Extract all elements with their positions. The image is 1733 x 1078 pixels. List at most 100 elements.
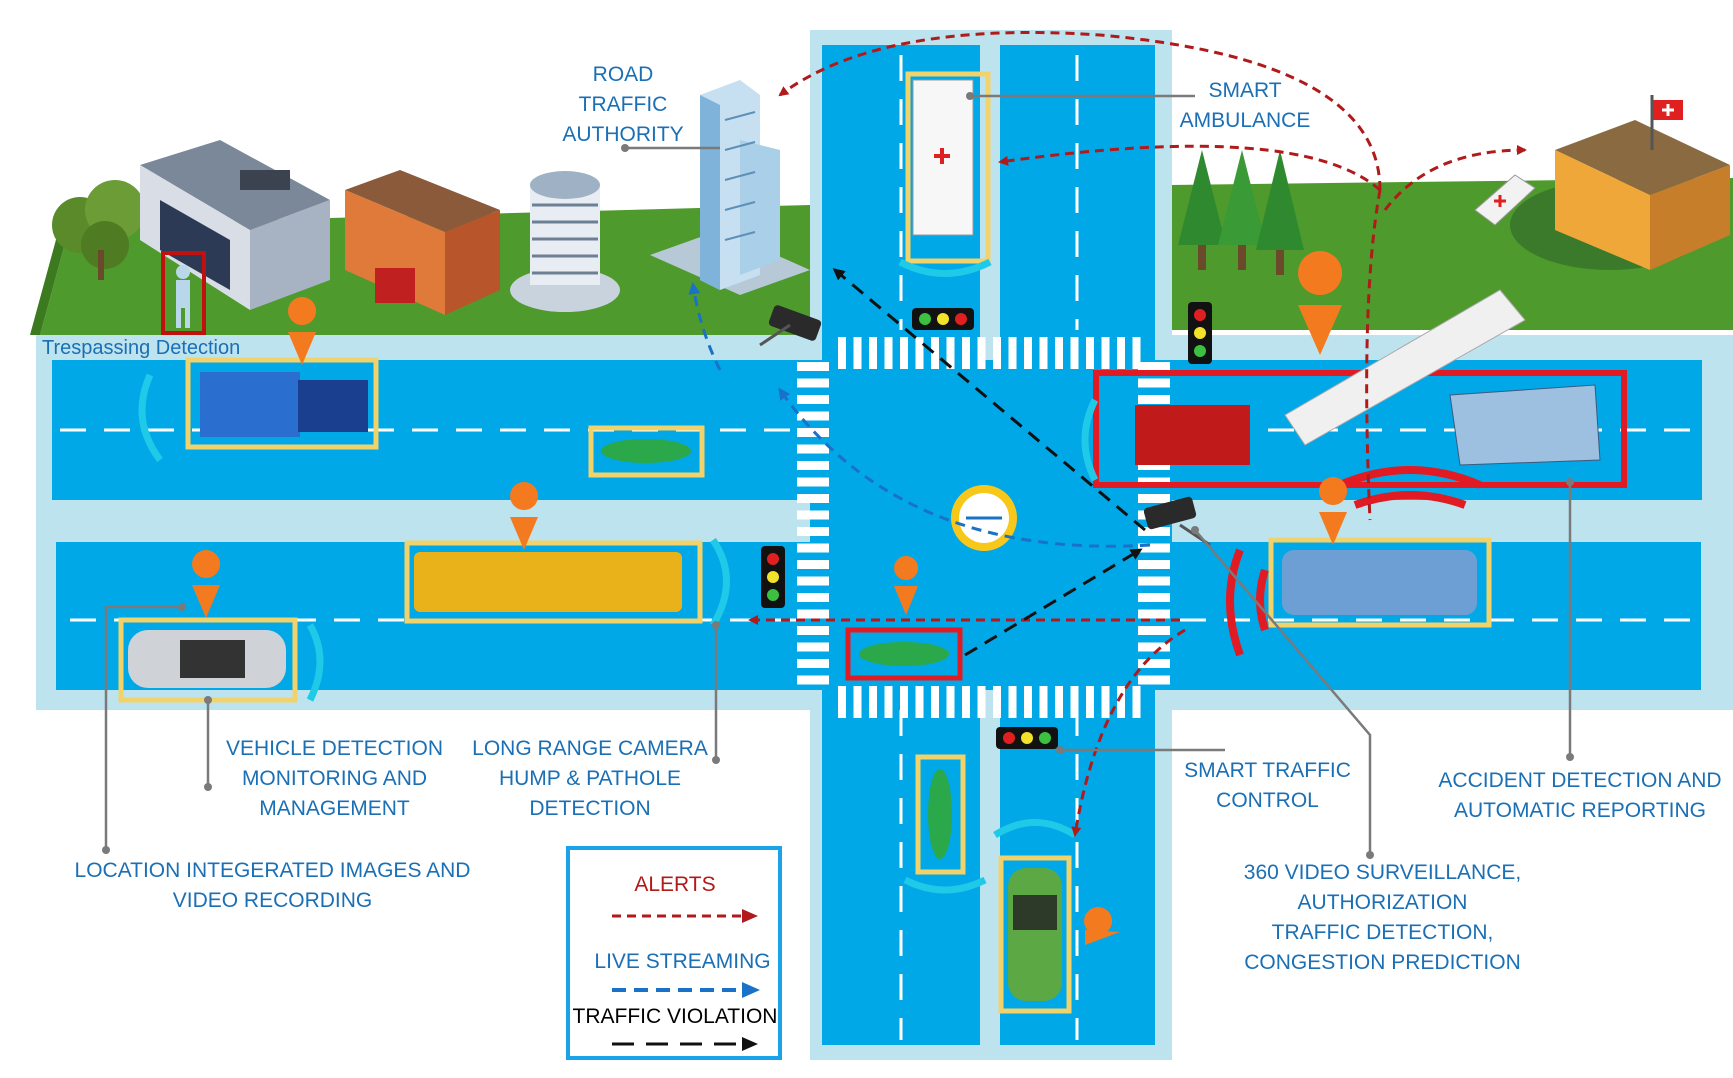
leader-lines: [102, 92, 1574, 859]
crosswalk-stripe: [1138, 543, 1170, 553]
crosswalk-stripe: [1138, 362, 1170, 371]
crosswalk-stripe: [884, 686, 893, 718]
label-line: CONGESTION PREDICTION: [1244, 951, 1521, 974]
crosswalk-stripe: [1138, 576, 1170, 586]
crosswalk-stripe: [993, 337, 1001, 369]
crosswalk-stripe: [797, 576, 829, 586]
smart-traffic-control-label: SMART TRAFFIC CONTROL: [1180, 756, 1355, 816]
label-line: ROAD: [592, 63, 654, 86]
crosswalk-stripe: [1039, 686, 1048, 718]
crosswalk-stripe: [797, 626, 829, 635]
vehicle-detection-label: VEHICLE DETECTION MONITORING AND MANAGEM…: [222, 734, 447, 824]
crosswalk-stripe: [797, 411, 829, 421]
crosswalk-stripe: [1138, 494, 1170, 503]
label-line: MANAGEMENT: [259, 797, 410, 820]
motorbike-violation: [845, 627, 963, 681]
traffic-light-bottom: [996, 727, 1058, 749]
crosswalk-stripe: [797, 609, 829, 619]
traffic-light-top: [912, 308, 974, 330]
blue-truck: [138, 357, 379, 463]
traffic-light-left: [761, 546, 785, 608]
label-line: TRAFFIC: [578, 93, 668, 116]
crosswalk-stripe: [977, 337, 986, 369]
crosswalk-stripe: [853, 686, 862, 718]
label-line: MONITORING AND: [241, 767, 428, 790]
legend-traffic-violation-arrow: [612, 1037, 758, 1051]
accident-detection-label: ACCIDENT DETECTION AND AUTOMATIC REPORTI…: [1435, 766, 1725, 826]
stream-arrows: [688, 282, 1151, 548]
crosswalk-stripe: [1117, 337, 1125, 369]
crosswalk-stripe: [797, 560, 829, 569]
crosswalk-stripe: [869, 337, 877, 369]
ambulance-near-hospital: [1474, 174, 1536, 226]
crosswalk-stripe: [900, 337, 908, 369]
crosswalk-stripe: [1024, 337, 1032, 369]
school-bus: [404, 538, 730, 627]
location-images-label: LOCATION INTEGERATED IMAGES AND VIDEO RE…: [70, 856, 475, 916]
fire-station-building: [345, 170, 500, 315]
crosswalk-stripe: [1055, 686, 1063, 718]
office-round-building: [510, 171, 620, 312]
crosswalk-stripe: [797, 527, 829, 536]
crosswalk-stripe: [1086, 337, 1094, 369]
label-line: LOCATION INTEGERATED IMAGES AND: [74, 859, 471, 882]
legend-live-streaming-arrow: [612, 982, 760, 998]
motorbike-top: [588, 425, 705, 478]
label-line: CONTROL: [1216, 789, 1319, 812]
crosswalk-stripe: [1101, 686, 1110, 718]
police-station-building: [140, 140, 330, 310]
label-line: AUTHORIZATION: [1297, 891, 1468, 914]
crosswalk-stripe: [993, 686, 1001, 718]
hospital-building: [1510, 95, 1730, 270]
crosswalk-stripe: [1138, 659, 1170, 668]
crosswalk-stripe: [1138, 609, 1170, 619]
crosswalk-stripe: [884, 337, 893, 369]
motorbike-vertical: [903, 754, 987, 894]
crosswalk-stripe: [838, 337, 846, 369]
crosswalk-stripe: [1138, 395, 1170, 404]
alert-arrows: [748, 31, 1527, 837]
crosswalk-stripe: [1070, 337, 1079, 369]
video-surveillance-label: 360 VIDEO SURVEILLANCE, AUTHORIZATION TR…: [1235, 858, 1530, 978]
crosswalk-stripe: [1138, 675, 1170, 685]
crosswalk-stripe: [797, 444, 829, 454]
trespasser-person: [161, 251, 206, 335]
smart-ambulance-label: SMART AMBULANCE: [1170, 76, 1320, 136]
crosswalk-stripe: [797, 362, 829, 371]
legend: ALERTS LIVE STREAMING TRAFFIC VIOLATION: [566, 846, 782, 1060]
crosswalk-stripe: [1138, 560, 1170, 569]
crosswalk-top: [838, 337, 1141, 369]
label-line: AMBULANCE: [1179, 109, 1311, 132]
traffic-light-right: [1188, 302, 1212, 364]
central-hub-icon: [951, 485, 1017, 551]
crosswalk-stripe: [1055, 337, 1063, 369]
crosswalk-stripe: [962, 686, 970, 718]
label-line: ACCIDENT DETECTION AND: [1438, 769, 1722, 792]
crosswalk-stripe: [1132, 337, 1141, 369]
crosswalk-stripe: [797, 510, 829, 520]
crosswalk-stripe: [1117, 686, 1125, 718]
camera-top-left: [759, 305, 822, 347]
crosswalk-stripe: [797, 543, 829, 553]
label-line: VEHICLE DETECTION: [225, 737, 444, 760]
crosswalk-stripe: [797, 395, 829, 404]
crosswalk-stripe: [797, 675, 829, 685]
road-traffic-authority-label: ROAD TRAFFIC AUTHORITY: [558, 60, 688, 150]
legend-alerts-arrow: [612, 909, 758, 923]
crosswalk-stripe: [915, 337, 924, 369]
trespassing-detection-label: Trespassing Detection: [42, 337, 241, 359]
legend-alerts-label: ALERTS: [634, 873, 716, 896]
legend-traffic-violation-label: TRAFFIC VIOLATION: [572, 1005, 778, 1028]
long-range-camera-label: LONG RANGE CAMERA HUMP & PATHOLE DETECTI…: [470, 734, 710, 824]
crosswalk-stripe: [1138, 626, 1170, 635]
crosswalk-stripe: [1138, 461, 1170, 470]
crosswalk-stripe: [931, 337, 939, 369]
crosswalk-stripe: [797, 477, 829, 487]
crosswalk-stripe: [869, 686, 877, 718]
crosswalk-stripe: [797, 659, 829, 668]
crosswalk-stripe: [1008, 337, 1017, 369]
label-line: SMART: [1208, 79, 1282, 102]
label-line: HUMP & PATHOLE: [498, 767, 682, 790]
crosswalk-stripe: [900, 686, 908, 718]
